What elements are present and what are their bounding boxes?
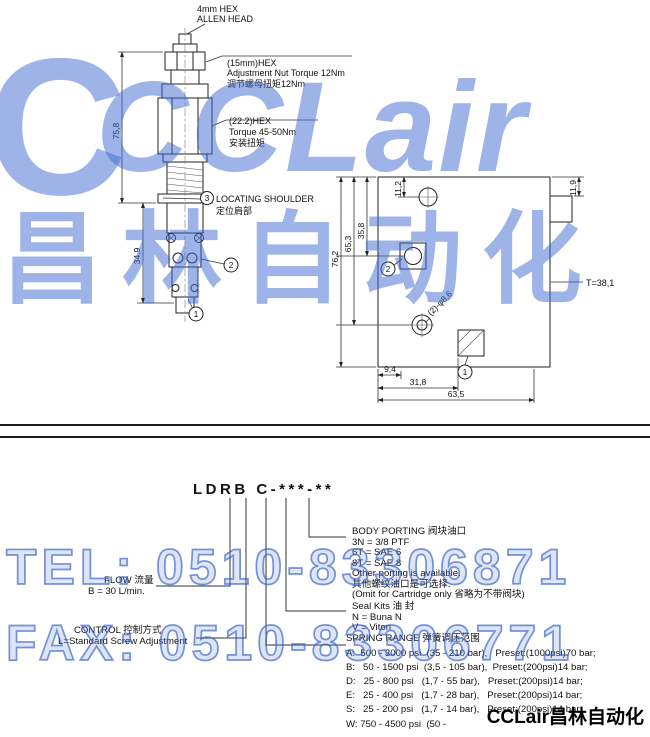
- locating-shoulder-label-2: 定位肩部: [216, 205, 252, 216]
- port-face-view: [377, 176, 573, 368]
- callout-2-circle: [223, 257, 239, 273]
- dim-11-9: 11,9: [568, 180, 578, 196]
- body-porting-note-3: (Omit for Cartridge only 省略为不带阀块): [352, 589, 525, 600]
- locating-shoulder-label-1: LOCATING SHOULDER: [216, 194, 314, 204]
- dim-9-4: 9,4: [384, 364, 396, 374]
- port-dimensions: 76,2 65,3 35,8 11,2 11,9 T=38,1 9,4 31,8…: [330, 176, 614, 403]
- hex-torque-label-2: Torque 45-50Nm: [229, 127, 296, 137]
- spring-row-s: S: 25 - 200 psi (1,7 - 14 bar), Preset:(…: [346, 704, 583, 716]
- dim-11-2: 11,2: [393, 181, 403, 197]
- port-callout-1: 1: [463, 367, 468, 377]
- dim-65-3: 65,3: [343, 235, 353, 252]
- dim-35-8: 35,8: [356, 222, 366, 239]
- adjustment-nut-label-1: (15mm)HEX: [227, 58, 277, 68]
- adjustment-nut-label-2: Adjustment Nut Torque 12Nm: [227, 68, 345, 78]
- spring-row-w: W: 750 - 4500 psi (50 -: [346, 718, 449, 730]
- seal-kits-block: Seal Kits 油 封 N = Buna N V = Viton: [352, 601, 415, 634]
- hex-torque-label-3: 安装扭矩: [229, 137, 265, 148]
- dim-31-8: 31,8: [410, 377, 427, 387]
- valve-dimensions: 75,8 34,9: [111, 51, 174, 304]
- control-value: L=Standard Screw Adjustment: [58, 635, 188, 647]
- dim-63-5: 63,5: [448, 389, 465, 399]
- callout-1: 1: [194, 309, 199, 319]
- dim-75-8: 75,8: [111, 122, 121, 139]
- spring-row-a: A: 500 - 3000 psi (35 - 210 bar), Preset…: [346, 647, 596, 659]
- spring-row-d: D: 25 - 800 psi (1,7 - 55 bar), Preset:(…: [346, 675, 583, 687]
- allen-head-label-2: ALLEN HEAD: [197, 14, 254, 24]
- port-callout-2-circle: [380, 261, 396, 277]
- dim-76-2: 76,2: [330, 250, 340, 267]
- model-code: LDRB C-***-**: [193, 481, 335, 498]
- valve-labels: 4mm HEX ALLEN HEAD (15mm)HEX Adjustment …: [188, 4, 345, 322]
- body-porting-block: BODY PORTING 阀块油口 3N = 3/8 PTF 6T = SAE …: [352, 526, 525, 601]
- seal-option-n: N = Buna N: [352, 611, 402, 623]
- spring-range-block: SPRING RANGE 弹簧调压范围 A: 500 - 3000 psi (3…: [346, 633, 596, 732]
- callout-1-circle: [188, 306, 204, 322]
- hex-torque-label-1: (22.2)HEX: [229, 116, 271, 126]
- body-porting-option-6t: 6T = SAE 6: [352, 547, 402, 558]
- allen-head-label-1: 4mm HEX: [197, 4, 238, 14]
- body-porting-option-8t: 8T = SAE 8: [352, 557, 402, 569]
- body-porting-option-3n: 3N = 3/8 PTF: [352, 536, 410, 548]
- spring-row-b: B: 50 - 1500 psi (3,5 - 105 bar), Preset…: [346, 661, 588, 673]
- control-title: CONTROL 控制方式: [74, 625, 162, 636]
- callout-2: 2: [229, 260, 234, 270]
- flow-title: FLOW 流量: [104, 575, 154, 586]
- adjustment-nut-label-3: 调节螺母扭矩12Nm: [227, 78, 305, 89]
- port-callout-2: 2: [386, 264, 391, 274]
- flow-value: B = 30 L/min.: [88, 585, 145, 597]
- code-connector-lines: [156, 498, 346, 646]
- spring-range-title: SPRING RANGE 弹簧调压范围: [346, 633, 480, 644]
- flow-block: FLOW 流量 B = 30 L/min.: [88, 575, 154, 597]
- valve-cross-section: [157, 28, 213, 322]
- control-block: CONTROL 控制方式 L=Standard Screw Adjustment: [58, 625, 188, 647]
- thickness-note: T=38,1: [586, 278, 614, 288]
- dim-34-9: 34,9: [132, 247, 142, 264]
- body-porting-note-1: Other porting is available.: [352, 568, 461, 579]
- section-dividers: [0, 424, 650, 438]
- seal-option-v: V = Viton: [352, 622, 392, 633]
- callout-3: 3: [205, 193, 210, 203]
- spring-row-e: E: 25 - 400 psi (1,7 - 28 bar), Preset:(…: [346, 690, 583, 702]
- callout-3-circle: [200, 191, 214, 205]
- valve-leader-lines: [162, 23, 352, 310]
- body-porting-title: BODY PORTING 阀块油口: [352, 526, 467, 537]
- seal-kits-title: Seal Kits 油 封: [352, 601, 415, 612]
- body-porting-note-2: 其他螺纹油口是可选择.: [352, 578, 451, 590]
